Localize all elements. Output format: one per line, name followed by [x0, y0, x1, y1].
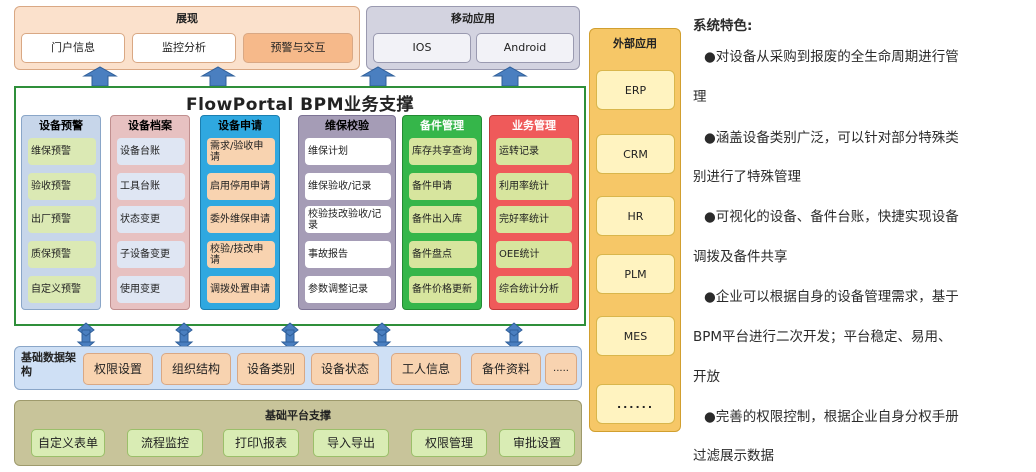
bpm-cell[interactable]: 质保预警: [28, 241, 96, 268]
feature-line: ●可视化的设备、备件台账，快捷实现设备: [704, 209, 959, 225]
bpm-cell[interactable]: 校验/技改申请: [207, 241, 275, 268]
platform-item[interactable]: 导入导出: [313, 429, 389, 457]
double-arrow-icon: [504, 322, 524, 350]
platform-item[interactable]: 流程监控: [127, 429, 203, 457]
presentation-layer: 展现 门户信息 监控分析 预警与交互: [14, 6, 360, 70]
bpm-cell[interactable]: 运转记录: [496, 138, 572, 165]
mobile-item-android[interactable]: Android: [476, 33, 574, 63]
bpm-cell[interactable]: 维保验收/记录: [305, 173, 391, 200]
bpm-cell[interactable]: 状态变更: [117, 206, 185, 233]
up-arrows: [82, 66, 528, 87]
bpm-cell[interactable]: 维保预警: [28, 138, 96, 165]
bpm-column-spareparts: 备件管理 库存共享查询 备件申请 备件出入库 备件盘点 备件价格更新: [402, 115, 482, 310]
platform-item[interactable]: 审批设置: [499, 429, 575, 457]
bpm-cell[interactable]: 备件价格更新: [409, 276, 477, 303]
bpm-cell[interactable]: 校验技改验收/记录: [305, 206, 391, 233]
bpm-cell[interactable]: 自定义预警: [28, 276, 96, 303]
column-title: 业务管理: [512, 119, 556, 132]
arrow-up-icon: [82, 66, 118, 87]
features-title: 系统特色:: [693, 18, 753, 34]
bpm-cell[interactable]: 委外维保申请: [207, 206, 275, 233]
bpm-title: FlowPortal BPM业务支撑: [185, 95, 415, 115]
platform-item[interactable]: 打印\报表: [223, 429, 299, 457]
double-arrow-icon: [280, 322, 300, 350]
bpm-cell[interactable]: 参数调整记录: [305, 276, 391, 303]
external-title: 外部应用: [613, 37, 657, 50]
feature-line: BPM平台进行二次开发；平台稳定、易用、: [693, 329, 952, 345]
feature-line: ●企业可以根据自身的设备管理需求，基于: [704, 289, 959, 305]
feature-line: 过滤展示数据: [693, 448, 774, 464]
external-item-more[interactable]: ......: [596, 384, 675, 424]
feature-line: 理: [693, 89, 707, 105]
bpm-cell[interactable]: 综合统计分析: [496, 276, 572, 303]
external-item-mes[interactable]: MES: [596, 316, 675, 356]
basic-item[interactable]: 工人信息: [391, 353, 461, 385]
bpm-cell[interactable]: 设备台账: [117, 138, 185, 165]
feature-line: ●完善的权限控制，根据企业自身分权手册: [704, 409, 959, 425]
mobile-item-ios[interactable]: IOS: [373, 33, 471, 63]
bpm-cell[interactable]: 事故报告: [305, 241, 391, 268]
arrow-up-icon: [360, 66, 396, 87]
feature-line: 别进行了特殊管理: [693, 169, 801, 185]
basic-data-title: 基础数据架构: [21, 351, 76, 378]
bpm-cell[interactable]: 备件申请: [409, 173, 477, 200]
external-item-hr[interactable]: HR: [596, 196, 675, 236]
bpm-cell[interactable]: 出厂预警: [28, 206, 96, 233]
feature-line: ●涵盖设备类别广泛，可以针对部分特殊类: [704, 130, 959, 146]
column-title: 维保校验: [325, 119, 369, 132]
basic-item-more[interactable]: .....: [545, 353, 577, 385]
bpm-cell[interactable]: 利用率统计: [496, 173, 572, 200]
presentation-title: 展现: [176, 12, 198, 25]
feature-line: 开放: [693, 369, 720, 385]
basic-item[interactable]: 组织结构: [161, 353, 231, 385]
mobile-layer: 移动应用 IOS Android: [366, 6, 580, 70]
column-title: 备件管理: [420, 119, 464, 132]
double-arrow-icon: [372, 322, 392, 350]
presentation-item-warning[interactable]: 预警与交互: [243, 33, 353, 63]
bpm-column-application: 设备申请 需求/验收申请 启用停用申请 委外维保申请 校验/技改申请 调拨处置申…: [200, 115, 280, 310]
bpm-cell[interactable]: 验收预警: [28, 173, 96, 200]
external-item-erp[interactable]: ERP: [596, 70, 675, 110]
basic-item[interactable]: 权限设置: [83, 353, 153, 385]
bpm-cell[interactable]: 备件出入库: [409, 206, 477, 233]
platform-item[interactable]: 自定义表单: [31, 429, 105, 457]
basic-item[interactable]: 设备状态: [311, 353, 379, 385]
basic-item[interactable]: 备件资料: [471, 353, 541, 385]
arrow-up-icon: [492, 66, 528, 87]
feature-line: ●对设备从采购到报废的全生命周期进行管: [704, 49, 959, 65]
mobile-title: 移动应用: [451, 12, 495, 25]
bpm-cell[interactable]: 需求/验收申请: [207, 138, 275, 165]
platform-title: 基础平台支撑: [265, 409, 331, 422]
bpm-cell[interactable]: 子设备变更: [117, 241, 185, 268]
feature-line: 调拨及备件共享: [693, 249, 788, 265]
presentation-item-monitor[interactable]: 监控分析: [132, 33, 236, 63]
double-arrow-icon: [174, 322, 194, 350]
platform-layer: 基础平台支撑 自定义表单 流程监控 打印\报表 导入导出 权限管理 审批设置: [14, 400, 582, 466]
arrow-up-icon: [200, 66, 236, 87]
bpm-cell[interactable]: 使用变更: [117, 276, 185, 303]
bpm-cell[interactable]: 工具台账: [117, 173, 185, 200]
bpm-column-business: 业务管理 运转记录 利用率统计 完好率统计 OEE统计 综合统计分析: [489, 115, 579, 310]
bpm-column-archive: 设备档案 设备台账 工具台账 状态变更 子设备变更 使用变更: [110, 115, 190, 310]
column-title: 设备申请: [218, 119, 262, 132]
bpm-cell[interactable]: 完好率统计: [496, 206, 572, 233]
bpm-column-warning: 设备预警 维保预警 验收预警 出厂预警 质保预警 自定义预警: [21, 115, 101, 310]
bpm-cell[interactable]: OEE统计: [496, 241, 572, 268]
bpm-cell[interactable]: 调拨处置申请: [207, 276, 275, 303]
external-item-crm[interactable]: CRM: [596, 134, 675, 174]
bpm-cell[interactable]: 库存共享查询: [409, 138, 477, 165]
column-title: 设备档案: [128, 119, 172, 132]
bpm-column-maintenance: 维保校验 维保计划 维保验收/记录 校验技改验收/记录 事故报告 参数调整记录: [298, 115, 396, 310]
double-arrows: [76, 322, 524, 350]
platform-item[interactable]: 权限管理: [411, 429, 487, 457]
external-item-plm[interactable]: PLM: [596, 254, 675, 294]
double-arrow-icon: [76, 322, 96, 350]
presentation-item-portal[interactable]: 门户信息: [21, 33, 125, 63]
column-title: 设备预警: [39, 119, 83, 132]
basic-data-layer: 基础数据架构 权限设置 组织结构 设备类别 设备状态 工人信息 备件资料 ...…: [14, 346, 582, 390]
bpm-cell[interactable]: 维保计划: [305, 138, 391, 165]
bpm-cell[interactable]: 启用停用申请: [207, 173, 275, 200]
basic-item[interactable]: 设备类别: [237, 353, 305, 385]
bpm-cell[interactable]: 备件盘点: [409, 241, 477, 268]
